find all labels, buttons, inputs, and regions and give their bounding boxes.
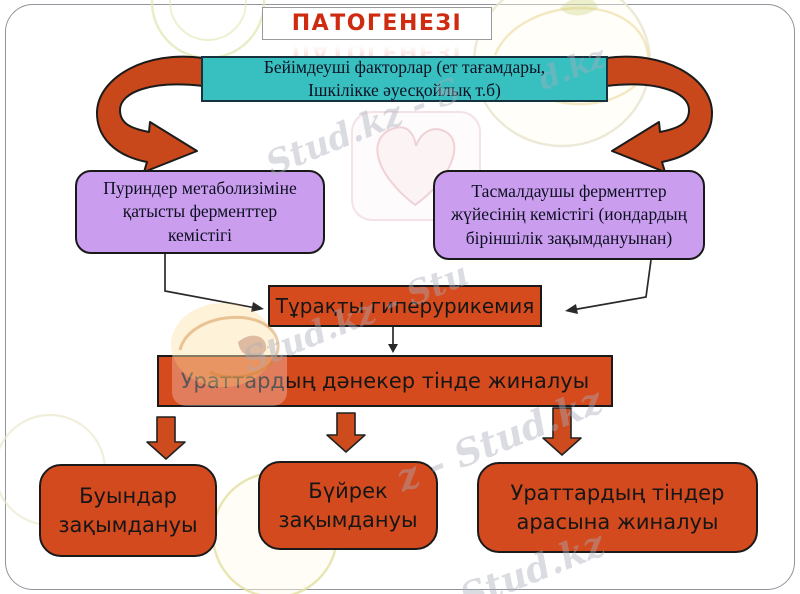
- node-line: арасына жиналуы: [516, 509, 719, 534]
- flow-node-kidney-damage: Бүйрек зақымдануы: [258, 461, 438, 550]
- node-line: зақымдануы: [278, 507, 418, 532]
- node-line: қатысты ферменттер: [122, 201, 278, 222]
- node-line: Тұрақты гиперурикемия: [275, 294, 535, 318]
- flow-node-urate-accumulation: Ураттардың дәнекер тінде жиналуы: [157, 355, 613, 407]
- node-line: Ішкілікке әуесқойлық т.б): [308, 80, 501, 100]
- page-title: ПАТОГЕНЕЗІ: [291, 11, 463, 36]
- flow-node-hyperuricemia: Тұрақты гиперурикемия: [268, 285, 542, 327]
- node-line: кемістігі: [167, 224, 233, 245]
- node-line: Тасмалдаушы ферменттер: [471, 181, 667, 202]
- flow-node-purine-enzyme-defect: Пуриндер метаболизіміне қатысты ферментт…: [75, 170, 325, 254]
- node-line: Ураттардың дәнекер тінде жиналуы: [180, 369, 590, 393]
- node-line: Буындар: [79, 484, 177, 509]
- node-line: Пуриндер метаболизіміне: [103, 178, 297, 199]
- flow-node-joint-damage: Буындар зақымдануы: [39, 464, 217, 557]
- slide-frame: [5, 4, 795, 590]
- node-line: Бүйрек: [308, 479, 388, 504]
- page-title-box: ПАТОГЕНЕЗІ: [262, 7, 492, 40]
- flow-node-predisposing-factors: Бейімдеуші факторлар (ет тағамдары, Ішкі…: [201, 56, 608, 102]
- node-line: зақымдануы: [58, 512, 198, 537]
- node-line: Бейімдеуші факторлар (ет тағамдары,: [263, 57, 546, 78]
- node-line: Ураттардың тіндер: [510, 481, 725, 506]
- flow-node-transport-enzyme-defect: Тасмалдаушы ферменттер жүйесінің кемісті…: [433, 170, 705, 260]
- node-line: жүйесінің кемістігі (иондардың: [451, 204, 687, 225]
- flow-node-tissue-deposition: Ураттардың тіндер арасына жиналуы: [477, 462, 758, 553]
- node-line: біріншілік зақымдануынан): [465, 227, 673, 248]
